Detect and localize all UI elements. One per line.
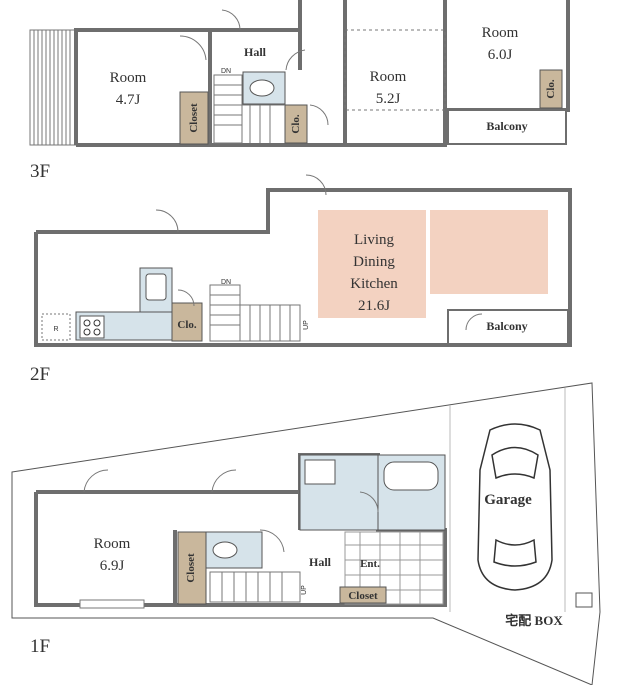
hall-3f-label: Hall <box>244 45 267 59</box>
ldk-fill-1 <box>318 210 426 318</box>
room-3f-2-size: 5.2J <box>376 91 401 107</box>
clo-3f-a <box>284 104 308 144</box>
closet-3f-label: Closet <box>188 103 200 133</box>
fridge-label: R <box>53 326 58 333</box>
kitchen-2f <box>75 267 173 341</box>
closet-1f <box>339 586 387 604</box>
stair-2f-up: UP <box>303 320 310 330</box>
ldk-fill-2 <box>430 210 548 294</box>
dashed-void-3f <box>344 29 446 111</box>
room-3f-3-size: 6.0J <box>488 47 513 63</box>
stair-3f-dn: DN <box>221 68 231 75</box>
stairs-1f <box>209 571 301 603</box>
room-1f-size: 6.9J <box>100 558 125 574</box>
site-boundary <box>11 382 601 685</box>
clo-2f <box>171 302 203 342</box>
car-icon <box>477 423 553 591</box>
stair-1f-up: UP <box>301 585 308 595</box>
window-1f <box>79 599 145 609</box>
room-3f-2-name: Room <box>370 69 407 85</box>
floor-2f: Living Dining Kitchen 21.6J Clo. Balcony… <box>30 174 572 385</box>
balcony-3f <box>447 109 567 145</box>
floor-label-1f: 1F <box>30 636 50 657</box>
doors-3f <box>179 9 329 126</box>
stairs-2f <box>209 284 301 342</box>
room-1f-name: Room <box>94 536 131 552</box>
floor-label-3f: 3F <box>30 161 50 182</box>
doors-1f <box>83 469 379 553</box>
floor-label-2f: 2F <box>30 364 50 385</box>
bathtub <box>383 461 439 491</box>
balcony-2f <box>447 309 569 345</box>
balcony-3f-label: Balcony <box>486 119 527 133</box>
hall-1f-label: Hall <box>309 555 332 569</box>
fridge-2f <box>41 313 71 341</box>
floor-1f: Room 6.9J Closet Hall Ent. Closet Garage… <box>11 382 601 685</box>
delivery-box-label: 宅配 BOX <box>505 613 563 628</box>
room-3f-3-name: Room <box>482 25 519 41</box>
garage-label: Garage <box>484 492 532 508</box>
entrance-label: Ent. <box>360 558 380 570</box>
washbasin <box>304 459 336 485</box>
ldk-line2: Dining <box>353 254 395 270</box>
delivery-box-icon <box>575 592 593 608</box>
stairs-3f <box>213 74 285 144</box>
clo-3f-b <box>539 69 563 109</box>
clo-3f-a-label: Clo. <box>290 114 302 134</box>
left-balcony-3f <box>29 29 77 146</box>
balcony-2f-label: Balcony <box>486 319 527 333</box>
stair-2f-dn: DN <box>221 279 231 286</box>
doors-2f <box>155 174 483 331</box>
closet-1f-v-label: Closet <box>185 553 197 583</box>
room-3f-1-size: 4.7J <box>116 92 141 108</box>
clo-3f-b-label: Clo. <box>545 79 557 99</box>
floor-3f: Room 4.7J Room 5.2J Room 6.0J Hall Close… <box>29 0 570 182</box>
closet-3f <box>179 91 209 145</box>
closet-1f-label: Closet <box>348 590 378 602</box>
ldk-line1: Living <box>354 232 394 248</box>
ldk-size: 21.6J <box>358 298 390 314</box>
walls-2f <box>34 188 572 347</box>
room-3f-1-name: Room <box>110 70 147 86</box>
ldk-line3: Kitchen <box>350 276 398 292</box>
clo-2f-label: Clo. <box>177 319 197 331</box>
